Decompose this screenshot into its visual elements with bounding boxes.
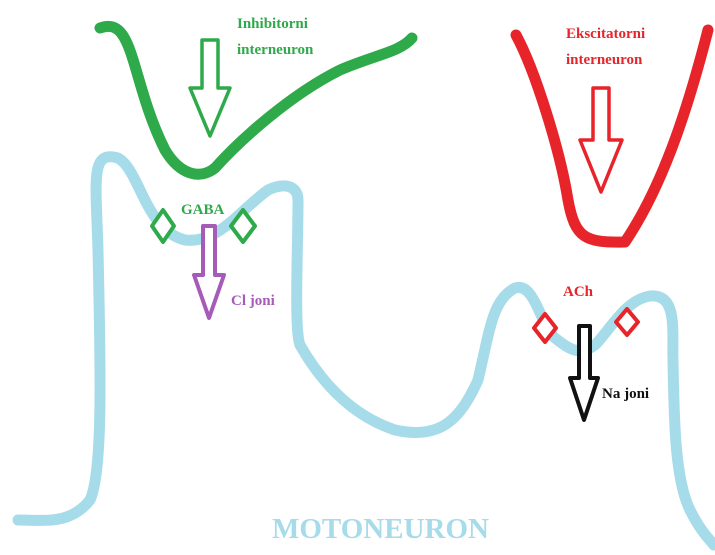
inhibitory-interneuron-label-line2: interneuron (237, 42, 314, 58)
gaba-receptor-right-icon (229, 208, 257, 244)
inhibitory-release-arrow-icon (188, 38, 232, 138)
gaba-label: GABA (181, 202, 225, 218)
inhibitory-interneuron-membrane (94, 20, 418, 180)
na-ions-label: Na joni (602, 386, 649, 402)
ach-label: ACh (563, 284, 594, 300)
na-ion-arrow-icon (568, 324, 600, 422)
excitatory-release-arrow-icon (578, 86, 624, 194)
motoneuron-label: MOTONEURON (272, 513, 489, 545)
gaba-receptor-left-icon (150, 208, 176, 244)
ach-receptor-right-icon (614, 307, 640, 337)
excitatory-interneuron-label-line1: Ekscitatorni (566, 26, 645, 42)
excitatory-interneuron-membrane (510, 24, 714, 248)
excitatory-interneuron-label-line2: interneuron (566, 52, 643, 68)
inhibitory-interneuron-label-line1: Inhibitorni (237, 16, 308, 32)
cl-ion-arrow-icon (192, 224, 226, 320)
motoneuron-membrane (12, 151, 715, 551)
cl-ions-label: Cl joni (231, 293, 275, 309)
ach-receptor-left-icon (532, 312, 558, 344)
